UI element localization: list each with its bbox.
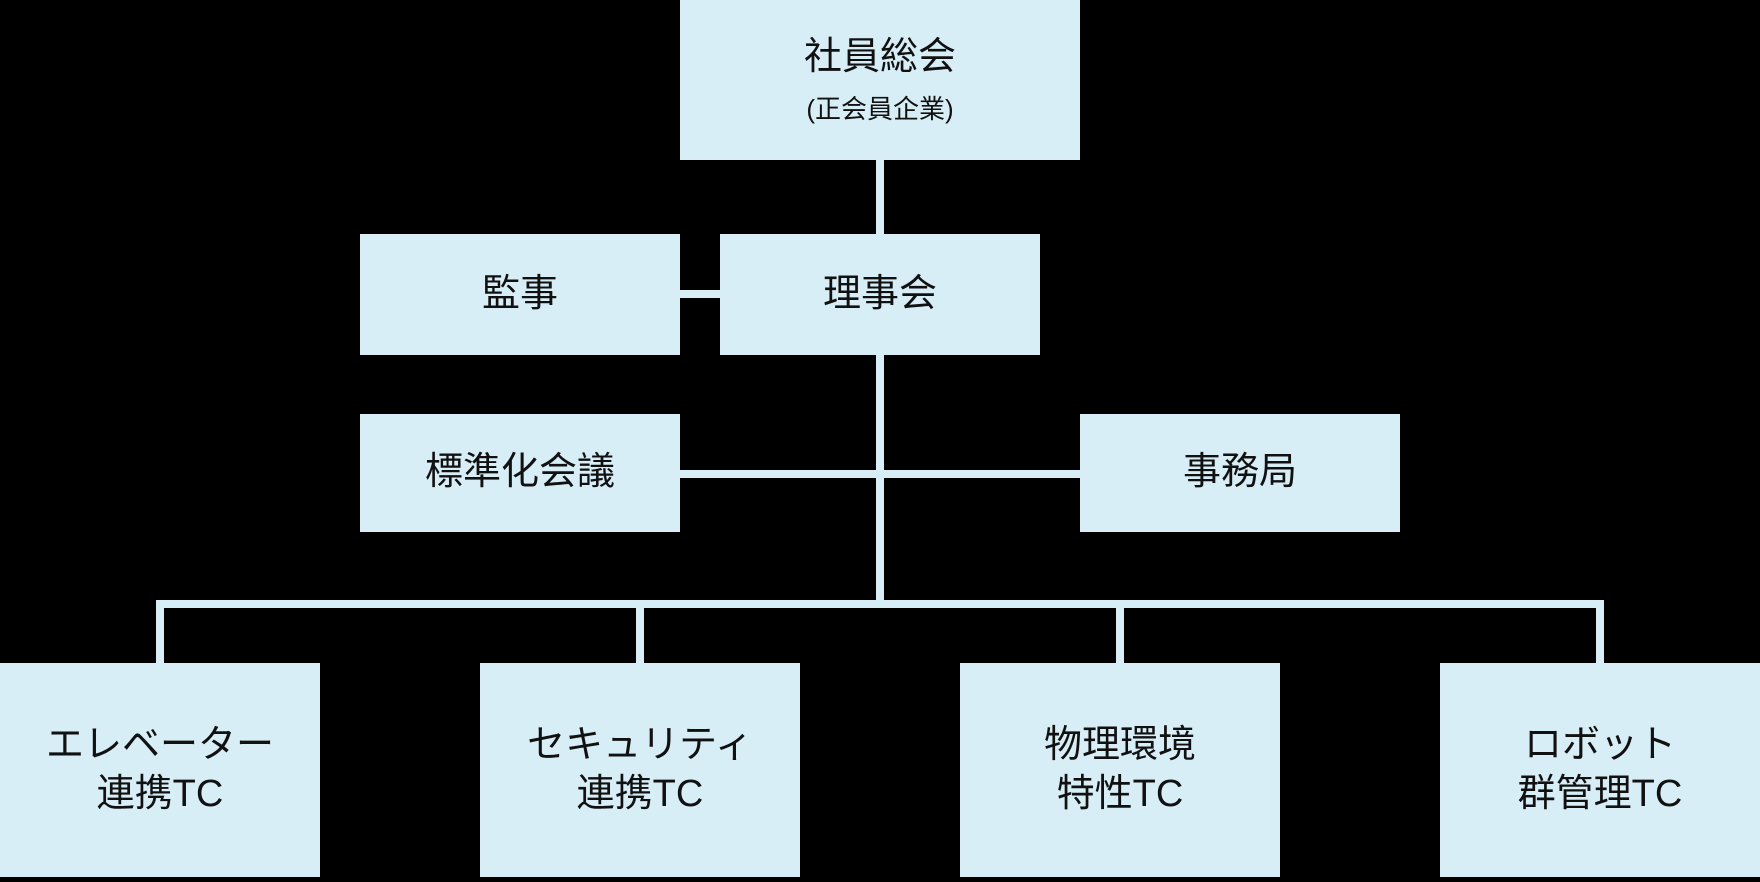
node-tc-elevator-line2: 連携TC: [96, 773, 224, 815]
node-general-meeting: 社員総会 (正会員企業): [680, 0, 1080, 160]
node-general-meeting-sublabel: (正会員企業): [806, 93, 954, 124]
node-standardization-label: 標準化会議: [424, 451, 615, 494]
connector-stub-tc-security: [636, 604, 644, 664]
connector-board-trunk: [876, 355, 884, 605]
node-secretariat-label: 事務局: [1182, 451, 1297, 494]
node-auditor-label: 監事: [481, 272, 558, 315]
connector-tc-distributor: [156, 600, 1604, 608]
connector-stub-tc-robot-fleet: [1596, 604, 1604, 664]
node-secretariat: 事務局: [1080, 414, 1400, 532]
node-tc-robot-fleet-line2: 群管理TC: [1517, 773, 1683, 815]
node-tc-elevator: エレベーター 連携TC: [0, 663, 320, 877]
node-board-label: 理事会: [822, 272, 937, 315]
node-general-meeting-label: 社員総会: [803, 36, 956, 79]
node-tc-physical-environment: 物理環境 特性TC: [960, 663, 1280, 877]
node-standardization-conference: 標準化会議: [360, 414, 680, 532]
connector-general-to-board: [876, 159, 884, 236]
connector-stub-tc-elevator: [156, 604, 164, 664]
connector-auditor-to-board: [680, 290, 720, 298]
node-tc-security-line2: 連携TC: [576, 773, 704, 815]
connector-standardization-to-secretariat: [680, 470, 1080, 478]
node-tc-robot-fleet-line1: ロボット: [1523, 723, 1676, 766]
node-auditor: 監事: [360, 234, 680, 355]
node-tc-robot-fleet: ロボット 群管理TC: [1440, 663, 1760, 877]
node-tc-physical-line2: 特性TC: [1056, 773, 1184, 815]
node-tc-elevator-line1: エレベーター: [45, 723, 274, 766]
node-tc-security: セキュリティ 連携TC: [480, 663, 800, 877]
node-board-of-directors: 理事会: [720, 234, 1040, 355]
connector-stub-tc-physical: [1116, 604, 1124, 664]
node-tc-physical-line1: 物理環境: [1043, 723, 1196, 766]
node-tc-security-line1: セキュリティ: [527, 723, 753, 766]
